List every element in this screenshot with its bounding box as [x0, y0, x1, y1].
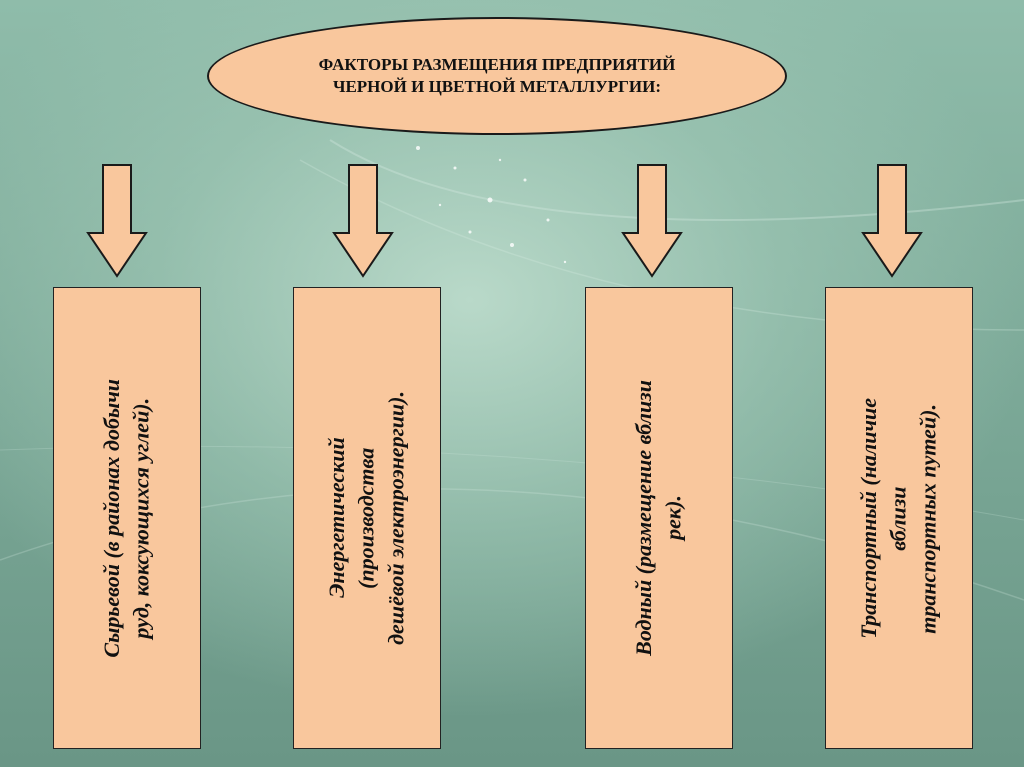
factor-box-water: Водный (размещение вблизи рек). [585, 287, 733, 749]
factor-text-water: Водный (размещение вблизи рек). [631, 380, 686, 656]
arrow-down-2 [332, 164, 394, 278]
diagram-title: ФАКТОРЫ РАЗМЕЩЕНИЯ ПРЕДПРИЯТИЙ ЧЕРНОЙ И … [318, 54, 676, 96]
factor-text-energy: Энергетический (производства дешёвой эле… [324, 391, 409, 645]
factor-box-raw-materials: Сырьевой (в районах добычи руд, коксующи… [53, 287, 201, 749]
arrow-down-1 [86, 164, 148, 278]
factor-box-transport: Транспортный (наличие вблизи транспортны… [825, 287, 973, 749]
arrow-down-3 [621, 164, 683, 278]
factor-box-energy: Энергетический (производства дешёвой эле… [293, 287, 441, 749]
arrow-down-4 [861, 164, 923, 278]
factor-text-raw-materials: Сырьевой (в районах добычи руд, коксующи… [99, 378, 154, 658]
title-oval: ФАКТОРЫ РАЗМЕЩЕНИЯ ПРЕДПРИЯТИЙ ЧЕРНОЙ И … [207, 17, 787, 135]
factor-text-transport: Транспортный (наличие вблизи транспортны… [856, 397, 941, 639]
